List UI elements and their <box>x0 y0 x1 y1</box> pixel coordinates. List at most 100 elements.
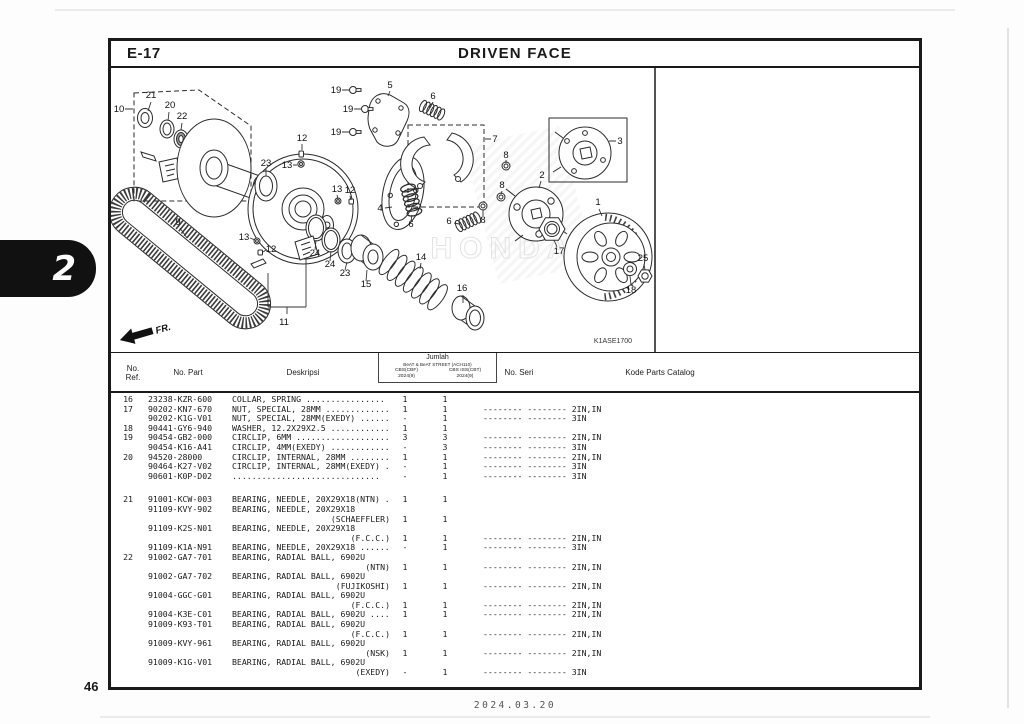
qty-cbs-cell: 1 <box>402 580 408 591</box>
table-row: 90601-K0P-D02...........................… <box>111 470 919 482</box>
flange-bolts <box>349 86 374 136</box>
callout-20: 20 <box>165 100 176 111</box>
qty-cbs-iss-cell: 1 <box>442 403 448 414</box>
exploded-view-diagram: HONDA <box>111 68 656 352</box>
qty-cbs-cell: - <box>402 413 408 424</box>
serial-note-cell: -------- -------- 2IN,IN <box>483 403 602 414</box>
part-number-cell: 91002-GA7-701 <box>148 551 213 562</box>
qty-cbs-cell: 1 <box>402 532 408 543</box>
qty-cbs-cell: 1 <box>402 394 408 404</box>
fr-direction-arrow: FR. <box>119 322 172 344</box>
column-qty-sub2: CBS ISS(CBT) <box>448 367 482 373</box>
callout-13: 13 <box>332 184 343 195</box>
qty-cbs-iss-cell: 1 <box>442 461 448 472</box>
part-number-cell: 90601-K0P-D02 <box>148 470 213 481</box>
column-part: No. Part <box>173 368 203 377</box>
description-cell: BEARING, NEEDLE, 20X29X18(NTN) . <box>232 494 390 505</box>
description-cell: NUT, SPECIAL, 28MM ............. <box>232 403 390 414</box>
qty-cbs-cell: 1 <box>402 513 408 524</box>
clutch-shoe-set <box>400 124 485 208</box>
part-number-cell: 94520-28000 <box>148 451 203 462</box>
page-edge-artifact-top <box>55 9 955 11</box>
serial-note-cell: -------- -------- 2IN,IN <box>483 580 602 591</box>
qty-cbs-iss-cell: 1 <box>442 542 448 553</box>
part-number-cell: 91109-KVY-902 <box>148 503 213 514</box>
description-cell: (F.C.C.) <box>350 628 390 639</box>
column-kode: Kode Parts Catalog <box>625 368 695 377</box>
ref-number-cell: 19 <box>123 432 133 443</box>
callout-23: 23 <box>261 158 272 169</box>
gasket-outer <box>367 93 410 147</box>
end-nut <box>637 269 653 283</box>
part-number-cell: 90454-GB2-000 <box>148 432 213 443</box>
lock-nuts <box>478 161 511 211</box>
part-number-cell: 91004-GGC-G01 <box>148 590 213 601</box>
serial-note-cell: -------- -------- 2IN,IN <box>483 451 602 462</box>
qty-cbs-iss-cell: 1 <box>442 394 448 404</box>
ref-number-cell: 16 <box>123 394 133 404</box>
fr-label: FR. <box>154 322 172 337</box>
qty-cbs-iss-cell: 1 <box>442 413 448 424</box>
callout-24: 24 <box>310 248 321 259</box>
part-number-cell: 90441-GY6-940 <box>148 422 213 433</box>
ref-number-cell: 18 <box>123 422 133 433</box>
serial-note-cell: -------- -------- 2IN,IN <box>483 609 602 620</box>
shoe-spring <box>417 98 447 122</box>
serial-note-cell: -------- -------- 2IN,IN <box>483 532 602 543</box>
drawing-code: K1ASE1700 <box>594 338 632 345</box>
section-tab-label: 2 <box>52 248 76 289</box>
section-tab[interactable]: 2 <box>0 240 96 297</box>
qty-cbs-iss-cell: 1 <box>442 647 448 658</box>
page-number: 46 <box>84 679 99 694</box>
description-cell: BEARING, RADIAL BALL, 6902U <box>232 638 366 649</box>
qty-cbs-iss-cell: 1 <box>442 451 448 462</box>
column-qty-year2: 2024(9) <box>456 373 474 379</box>
callout-16: 16 <box>457 283 468 294</box>
description-cell: BEARING, NEEDLE, 20X29X18 <box>232 503 356 514</box>
callout-23: 23 <box>340 268 351 279</box>
label-plate-and-key <box>250 235 319 269</box>
callout-1: 1 <box>595 197 600 208</box>
column-seri: No. Seri <box>504 368 534 377</box>
description-cell: (NTN) <box>365 561 390 572</box>
qty-cbs-cell: 1 <box>402 628 408 639</box>
qty-cbs-iss-cell: 1 <box>442 532 448 543</box>
shoe-spring <box>453 210 483 234</box>
qty-cbs-cell: 3 <box>402 432 408 443</box>
column-desc: Deskripsi <box>286 368 320 377</box>
qty-cbs-cell: 1 <box>402 494 408 505</box>
drive-belt <box>111 186 272 330</box>
table-row: 91109-KVY-902 BEARING, NEEDLE, 20X29X18 <box>111 503 919 515</box>
description-cell: BEARING, RADIAL BALL, 6902U <box>232 571 366 582</box>
part-number-cell: 23238-KZR-600 <box>148 394 213 404</box>
part-number-cell: 91001-KCW-003 <box>148 494 213 505</box>
description-cell: NUT, SPECIAL, 28MM(EXEDY) ...... <box>232 413 390 424</box>
qty-cbs-iss-cell: 1 <box>442 561 448 572</box>
column-qty-model: BeAT & BeAT STREET (ACH110) <box>403 362 472 367</box>
diagram-panel: HONDA <box>111 68 919 352</box>
callout-13: 13 <box>239 232 250 243</box>
description-cell: BEARING, RADIAL BALL, 6902U <box>232 590 366 601</box>
qty-cbs-cell: 1 <box>402 561 408 572</box>
page-edge-artifact-bottom <box>100 716 930 718</box>
callout-14: 14 <box>416 252 427 263</box>
serial-note-cell: -------- -------- 2IN,IN <box>483 647 602 658</box>
description-cell: BEARING, RADIAL BALL, 6902U <box>232 619 366 630</box>
drive-nut <box>538 217 566 241</box>
section-code: E-17 <box>127 45 161 62</box>
qty-cbs-iss-cell: 1 <box>442 628 448 639</box>
callout-12: 12 <box>266 244 277 255</box>
serial-note-cell: -------- -------- 3IN <box>483 542 587 553</box>
callout-21: 21 <box>146 90 157 101</box>
callout-24: 24 <box>325 259 336 270</box>
callout-22: 22 <box>177 111 188 122</box>
part-number-cell: 91009-K1G-V01 <box>148 657 213 668</box>
qty-cbs-iss-cell: 1 <box>442 470 448 481</box>
